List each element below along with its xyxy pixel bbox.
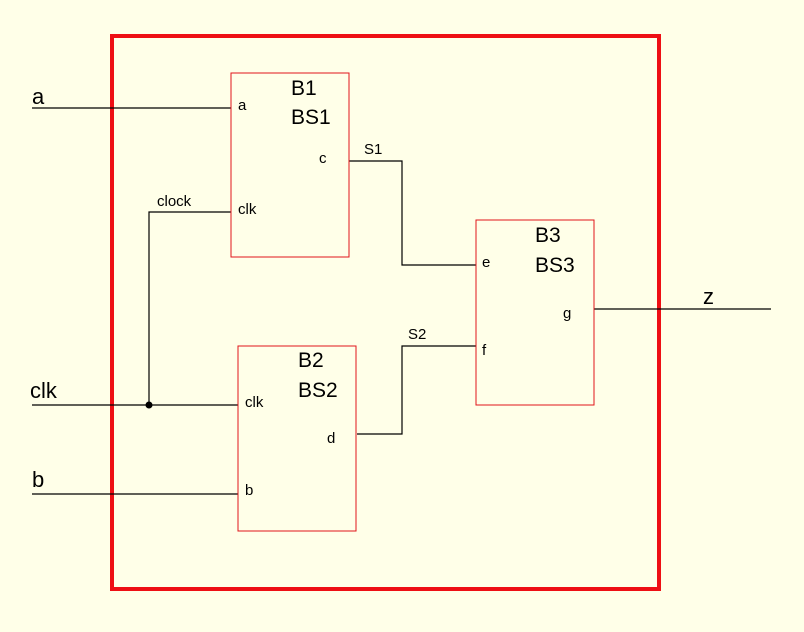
wire-s1: [349, 160, 476, 266]
block-b1-port-clk: clk: [238, 201, 257, 218]
block-b2-name: B2: [298, 349, 324, 372]
signal-label-s1: S1: [364, 141, 382, 158]
block-b3: [475, 219, 595, 406]
block-b2-port-b: b: [245, 482, 253, 499]
block-b3-type: BS3: [535, 254, 575, 277]
wire-s2: [357, 345, 476, 435]
block-b1-type: BS1: [291, 106, 331, 129]
block-b2-type: BS2: [298, 379, 338, 402]
input-label-b: b: [32, 467, 44, 492]
input-label-a: a: [32, 84, 45, 109]
junction-dot: [145, 401, 153, 409]
block-b1-name: B1: [291, 77, 317, 100]
signal-label-s2: S2: [408, 326, 426, 343]
wire-clock: [148, 211, 231, 405]
block-b3-port-g: g: [563, 305, 571, 322]
block-b1: [230, 72, 350, 258]
signal-label-clock: clock: [157, 193, 192, 210]
input-label-clk: clk: [30, 378, 58, 403]
block-b3-port-e: e: [482, 254, 490, 271]
block-b1-port-a: a: [238, 97, 247, 114]
block-b2-port-clk: clk: [245, 394, 264, 411]
output-label-z: z: [703, 284, 714, 309]
outer-boundary: [110, 34, 661, 591]
block-b2: [237, 345, 357, 532]
block-b3-name: B3: [535, 224, 561, 247]
block-b3-port-f: f: [482, 342, 487, 359]
block-b2-port-d: d: [327, 430, 335, 447]
block-b1-port-c: c: [319, 150, 327, 167]
